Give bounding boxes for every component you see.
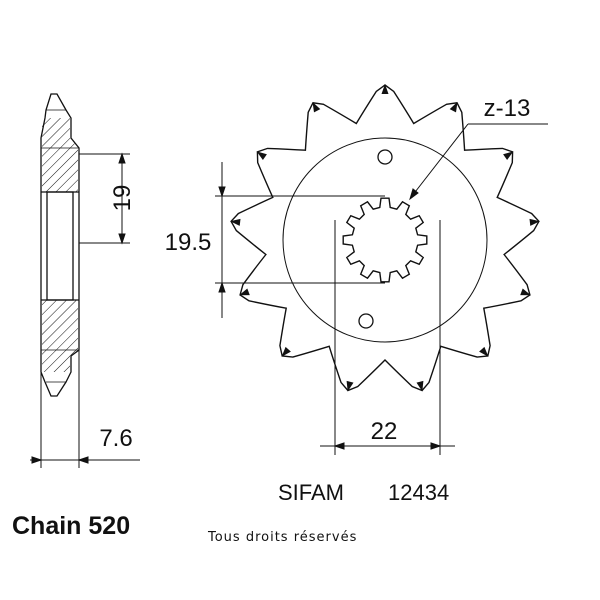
tooth-tip [479, 346, 489, 357]
tooth-tip [381, 84, 389, 94]
dim-19-label: 19 [109, 185, 136, 212]
pitch-circle [282, 137, 488, 343]
side-hatch-bottom [42, 300, 78, 372]
front-view [230, 84, 540, 392]
chain-size: Chain 520 [12, 512, 131, 540]
dim-7-6-label: 7.6 [99, 425, 132, 452]
tooth-tip [256, 151, 267, 160]
dim-7-6 [30, 350, 140, 468]
brand-label: SIFAM [278, 480, 344, 505]
dim-22-label: 22 [371, 418, 398, 445]
tooth-tip [503, 151, 514, 160]
dim-19 [79, 152, 130, 245]
tooth-tip [449, 101, 458, 113]
side-hatch-top [42, 118, 78, 192]
dim-22 [320, 220, 455, 455]
teeth-count-label: z-13 [484, 95, 531, 122]
tooth-tip [520, 288, 531, 296]
dim-19-5 [215, 162, 385, 318]
spline-bore [342, 197, 428, 283]
bolt-hole-top [377, 149, 393, 165]
copyright-notice: Tous droits réservés [208, 530, 358, 545]
tooth-tip [230, 218, 241, 226]
tooth-tip [312, 101, 321, 113]
tooth-tip [346, 380, 354, 392]
tooth-tips [230, 84, 540, 392]
side-bore [46, 191, 74, 301]
part-number: 12434 [388, 480, 449, 505]
dim-19-5-label: 19.5 [165, 229, 212, 256]
tooth-tip [239, 288, 250, 296]
side-view [40, 93, 80, 397]
tooth-tip [416, 380, 424, 392]
teeth-leader [409, 123, 548, 201]
tooth-tip [529, 218, 540, 226]
tooth-tip [281, 346, 291, 357]
bolt-hole-bottom [358, 313, 374, 329]
